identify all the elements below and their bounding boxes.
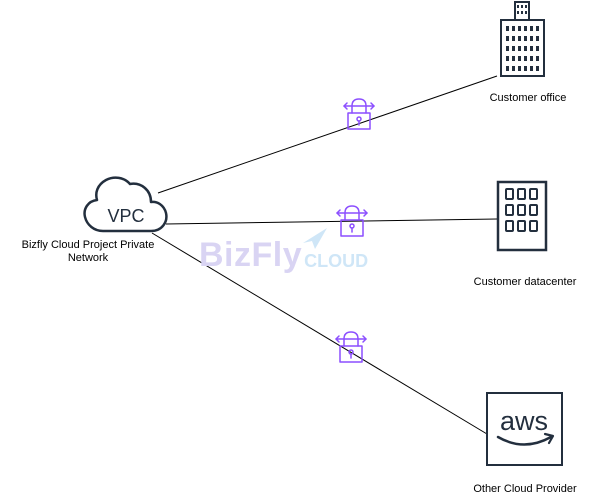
office-label: Customer office (489, 92, 567, 104)
watermark-sub: CLOUD (304, 251, 369, 271)
watermark-plane-icon (303, 228, 327, 249)
vpn-lock-icon (335, 331, 367, 363)
watermark: BizFly CLOUD (199, 238, 368, 272)
link-vpc-cloud (151, 232, 488, 435)
aws-logo-icon: aws (486, 392, 563, 466)
vpc-label: Bizfly Cloud Project Private Network (0, 239, 176, 265)
cloud-icon: VPC (83, 176, 168, 233)
datacenter-label: Customer datacenter (473, 276, 577, 288)
vpc-label-text: Bizfly Cloud Project Private Network (21, 239, 155, 264)
link-vpc-office (157, 75, 498, 194)
datacenter-building-icon (496, 180, 548, 252)
link-vpc-datacenter (165, 218, 498, 225)
watermark-main: BizFly (199, 236, 303, 274)
vpn-lock-icon (343, 98, 375, 130)
vpc-text: VPC (107, 206, 144, 226)
vpn-lock-icon (336, 205, 368, 237)
cloud-provider-label: Other Cloud Provider (473, 483, 577, 495)
aws-text: aws (500, 406, 548, 436)
office-building-icon (500, 1, 545, 77)
